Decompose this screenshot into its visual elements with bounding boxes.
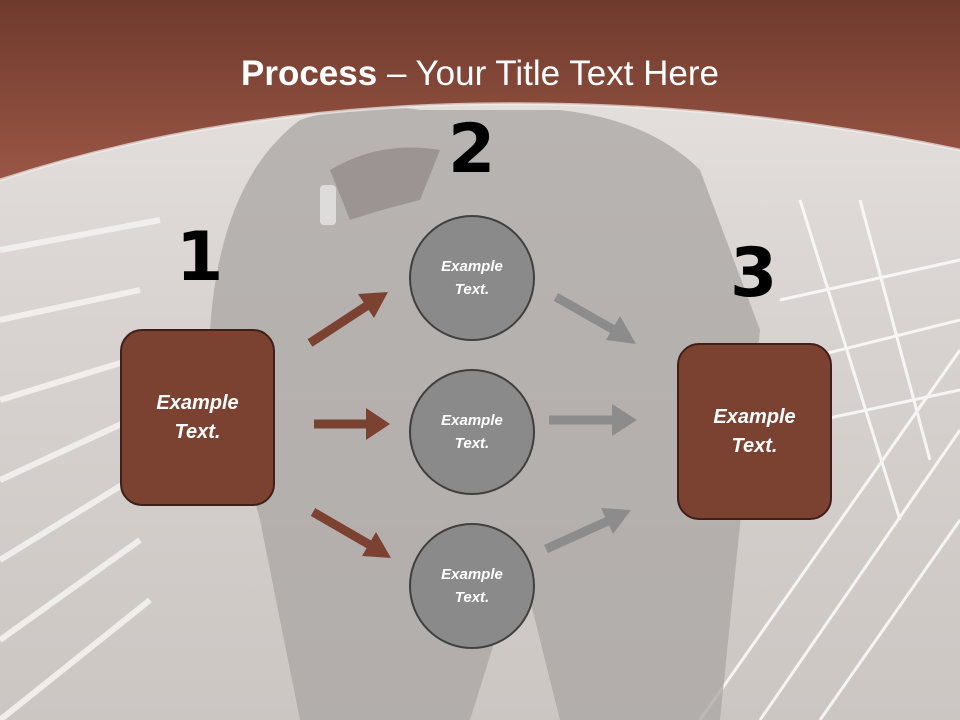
process-box-left: Example Text. (120, 329, 275, 506)
header-band: Process – Your Title Text Here (0, 0, 960, 200)
step-number-2: 2 (448, 110, 496, 189)
step-number-1: 1 (176, 218, 224, 297)
process-box-right: Example Text. (677, 343, 832, 520)
circle-bottom-text-line2: Text. (454, 589, 490, 606)
circle-bottom-text-line1: Example (441, 566, 503, 583)
slide-title: Process – Your Title Text Here (0, 52, 960, 96)
header-curve-shape (0, 0, 960, 182)
circle-middle-text-line2: Text. (454, 435, 490, 452)
title-regular-part: – Your Title Text Here (377, 54, 719, 93)
title-bold-part: Process (241, 54, 378, 93)
box-right-text-line2: Text. (731, 434, 778, 457)
process-circle-top: Example Text. (409, 215, 535, 341)
process-circle-bottom: Example Text. (409, 523, 535, 649)
step-number-3: 3 (730, 234, 778, 313)
box-left-text-line1: Example (156, 391, 239, 414)
box-right-text-line1: Example (713, 405, 796, 428)
circle-top-text-line2: Text. (454, 281, 490, 298)
process-circle-middle: Example Text. (409, 369, 535, 495)
circle-top-text-line1: Example (441, 258, 503, 275)
circle-middle-text-line1: Example (441, 412, 503, 429)
box-left-text-line2: Text. (174, 420, 221, 443)
